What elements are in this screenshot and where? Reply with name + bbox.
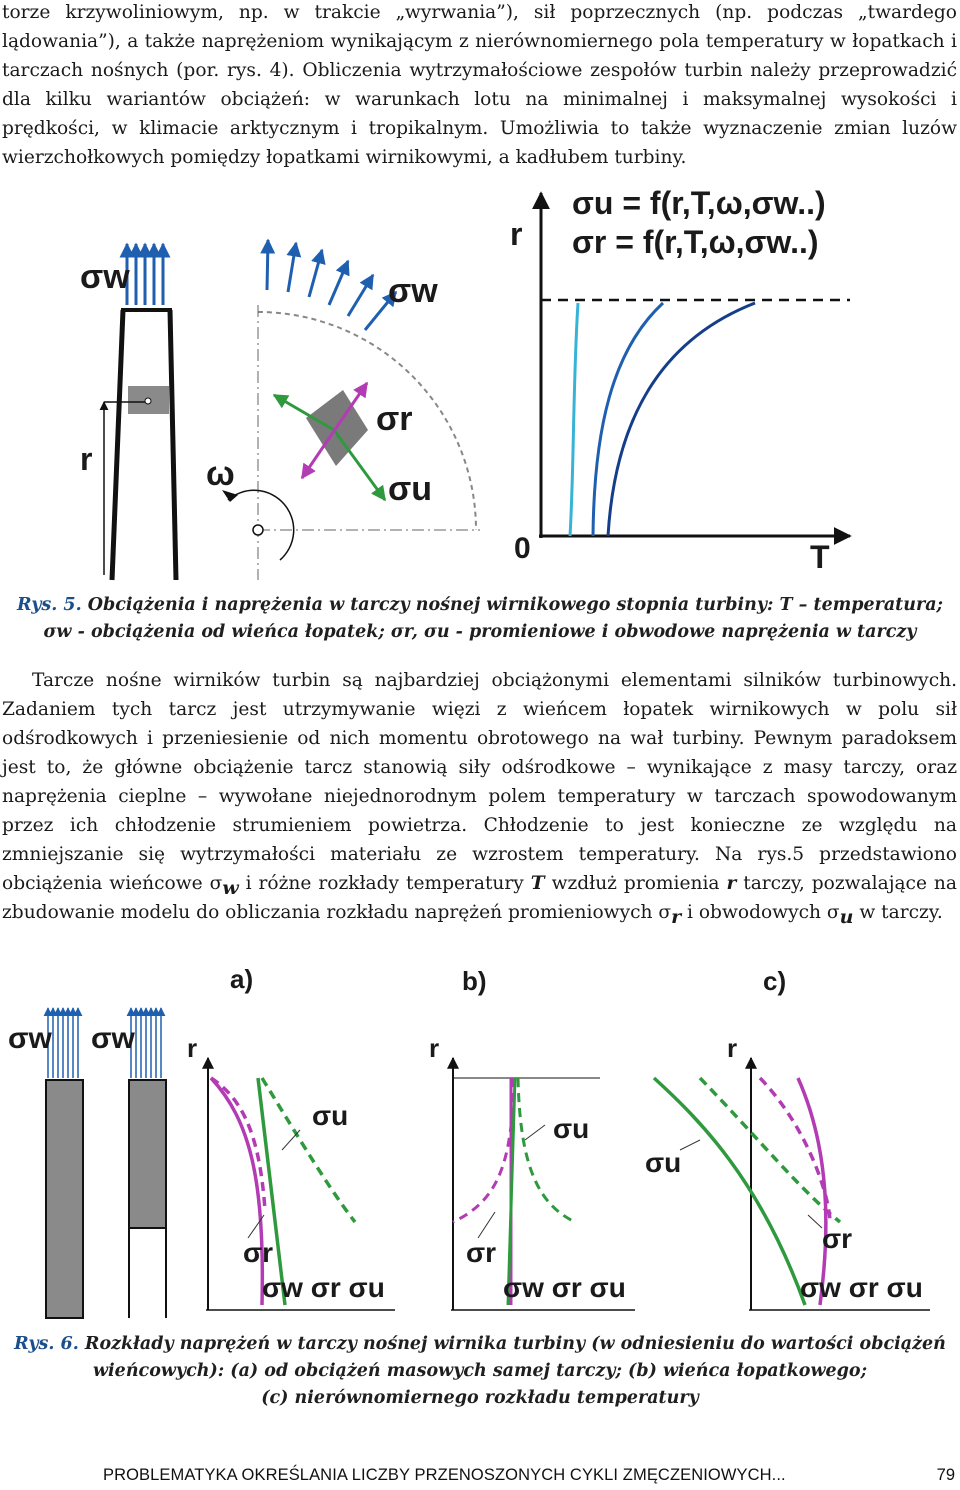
panel-b-plot: [447, 1056, 635, 1311]
panel-b-label: b): [462, 966, 487, 996]
paragraph-main-text: Tarcze nośne wirników turbin są najbardz…: [2, 666, 957, 928]
figure-5-caption: Rys. 5. Obciążenia i naprężenia w tarczy…: [0, 592, 960, 646]
sigma-u-label: σu: [388, 470, 432, 508]
p2-text-1: Tarcze nośne wirników turbin są najbardz…: [2, 670, 957, 894]
panel-a-label: a): [230, 964, 253, 994]
figure-6: σw σw a) r σu σr σw σr σu b) r σu σr σw …: [8, 964, 930, 1319]
axis-c-label: σw σr σu: [800, 1272, 923, 1303]
r-c-label: r: [727, 1033, 737, 1063]
footer-title: PROBLEMATYKA OKREŚLANIA LICZBY PRZENOSZO…: [103, 1466, 786, 1484]
figure-6-caption-line-1: Rys. 6. Rozkłady naprężeń w tarczy nośne…: [0, 1331, 960, 1358]
r-a-label: r: [187, 1033, 197, 1063]
axis-b-label: σw σr σu: [503, 1272, 626, 1303]
figure-6-caption-label: Rys. 6.: [14, 1334, 79, 1354]
sigma-r-label: σr: [376, 400, 413, 438]
p2-symbol-r: r: [726, 873, 737, 894]
figure-6-caption-line-3: (c) nierównomiernego rozkładu temperatur…: [261, 1388, 699, 1408]
quarter-disk: [222, 305, 480, 580]
paragraph-main: Tarcze nośne wirników turbin są najbardz…: [2, 666, 957, 928]
axis-a-label: σw σr σu: [262, 1272, 385, 1303]
paragraph-continuation: torze krzywoliniowym, np. w trakcie „wyr…: [2, 2, 957, 168]
page-number: 79: [936, 1466, 955, 1484]
r-axis-label: r: [510, 216, 522, 252]
sr-c-label: σr: [822, 1223, 852, 1254]
su-a-label: σu: [312, 1100, 348, 1131]
figure-5-caption-label: Rys. 5.: [16, 595, 82, 615]
sigma-w-left: σw: [80, 258, 130, 296]
sr-a-label: σr: [243, 1237, 273, 1268]
arc-load-arrows: [260, 238, 398, 331]
p2-text-3: wzdłuż promienia: [544, 873, 727, 894]
disk-a-section: [43, 1007, 84, 1319]
r-b-label: r: [429, 1033, 439, 1063]
p2-sub-w: w: [222, 877, 239, 899]
sigma-w-1: σw: [8, 1022, 53, 1055]
figure-5-caption-text: Obciążenia i naprężenia w tarczy nośnej …: [43, 595, 943, 642]
panel-a-plot: [202, 1056, 395, 1311]
su-c-label: σu: [645, 1147, 681, 1178]
formula-sigma-u: σu = f(r,T,ω,σw..): [572, 185, 826, 221]
p2-sub-r: r: [671, 906, 682, 928]
r-left: r: [80, 441, 92, 477]
blade-load-arrows: [119, 242, 171, 305]
p2-text-2: i różne rozkłady temperatury: [238, 873, 531, 894]
figure-6-caption: Rys. 6. Rozkłady naprężeń w tarczy nośne…: [0, 1331, 960, 1412]
p2-symbol-t: T: [530, 873, 545, 894]
su-b-label: σu: [553, 1113, 589, 1144]
disk-section: [99, 308, 179, 581]
panel-c-label: c): [763, 966, 786, 996]
sigma-w-2: σw: [91, 1022, 136, 1055]
p2-text-5: i obwodowych σ: [681, 902, 840, 923]
figure-6-caption-line-2: wieńcowych): (a) od obciążeń masowych sa…: [92, 1361, 868, 1381]
temperature-graph: [532, 191, 852, 545]
panel-c-plot: [652, 1056, 930, 1311]
sigma-w-arc: σw: [388, 272, 438, 310]
p2-text-4: tarczy, pozwalające na zbudowanie modelu…: [2, 873, 957, 923]
sr-b-label: σr: [466, 1237, 496, 1268]
page-footer: PROBLEMATYKA OKREŚLANIA LICZBY PRZENOSZO…: [103, 1466, 955, 1485]
figure-6-caption-text-1: Rozkłady naprężeń w tarczy nośnej wirnik…: [84, 1334, 946, 1354]
disk-b-section: [126, 1007, 167, 1318]
formula-sigma-r: σr = f(r,T,ω,σw..): [572, 224, 819, 260]
p2-text-6: w tarczy.: [853, 902, 943, 923]
t-axis-label: T: [810, 539, 830, 575]
p2-sub-u: u: [839, 906, 854, 928]
figure-5: σw r σw σr σu ω r 0 T σu = f(r,T,ω,: [80, 185, 852, 581]
origin-label: 0: [514, 532, 531, 565]
omega-label: ω: [206, 455, 235, 493]
stress-arrows: [272, 381, 387, 502]
